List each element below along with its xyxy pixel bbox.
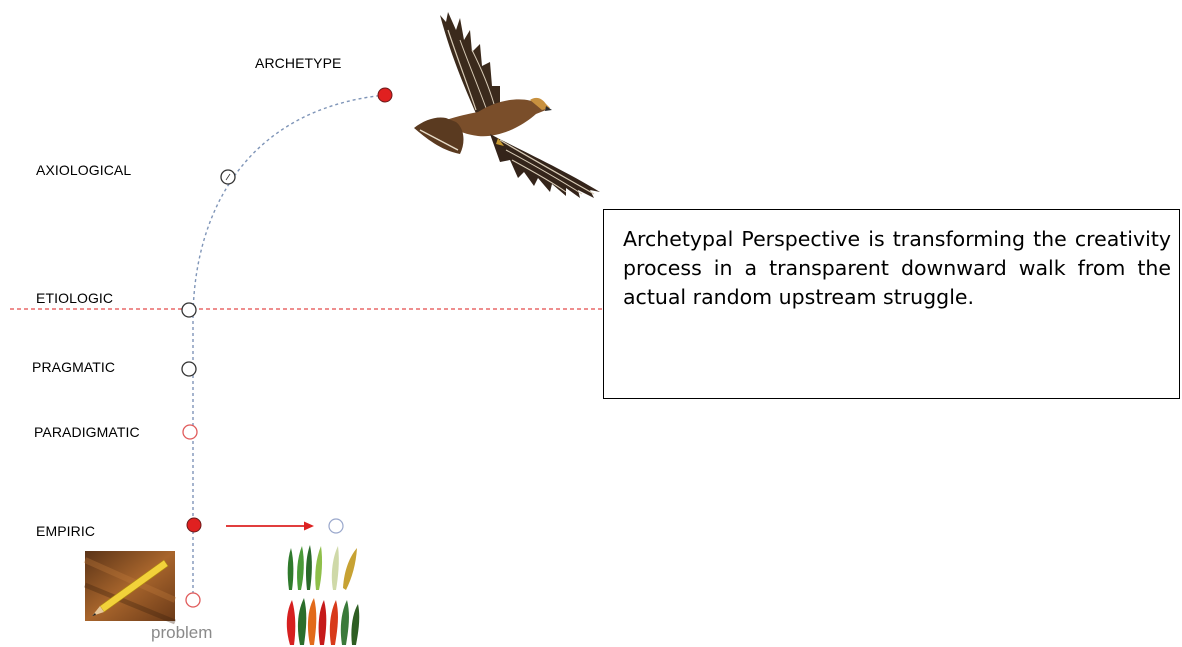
description-text: Archetypal Perspective is transforming t… [623, 225, 1171, 312]
etiologic-node[interactable] [182, 303, 196, 317]
etiologic-label: ETIOLOGIC [36, 290, 113, 306]
pragmatic-label: PRAGMATIC [32, 359, 115, 375]
archetype-label: ARCHETYPE [255, 55, 341, 71]
eagle-icon [414, 12, 600, 198]
ascent-path [193, 95, 385, 600]
paradigmatic-label: PARADIGMATIC [34, 424, 140, 440]
peppers-icon [287, 545, 359, 645]
problem-label: problem [151, 623, 212, 643]
archetype-node[interactable] [378, 88, 392, 102]
problem-node[interactable] [186, 593, 200, 607]
paradigmatic-node[interactable] [183, 425, 197, 439]
empiric-label: EMPIRIC [36, 523, 95, 539]
peppers-node[interactable] [329, 519, 343, 533]
empiric-arrow-head [304, 522, 314, 531]
description-box: Archetypal Perspective is transforming t… [603, 209, 1180, 399]
pragmatic-node[interactable] [182, 362, 196, 376]
empiric-node[interactable] [187, 518, 201, 532]
axiological-label: AXIOLOGICAL [36, 162, 131, 178]
pencil-icon [85, 551, 175, 622]
